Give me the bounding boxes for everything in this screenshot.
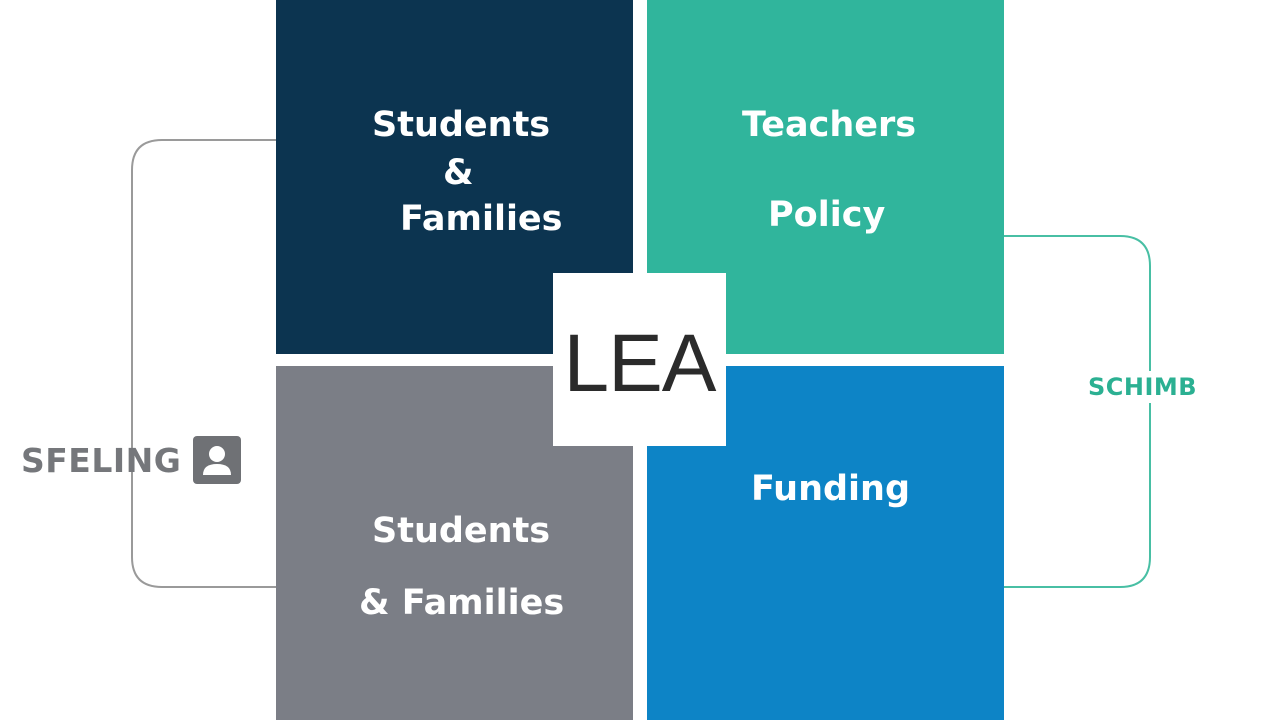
quadrant-text: Policy bbox=[768, 195, 886, 235]
person-icon bbox=[193, 436, 242, 484]
quadrant-text: Students bbox=[372, 105, 551, 145]
left-group-label: SFELING bbox=[21, 436, 242, 484]
quadrant-text: & Families bbox=[359, 583, 565, 623]
quadrant-text: Funding bbox=[751, 469, 911, 509]
quadrant-text: Teachers bbox=[742, 105, 917, 145]
quadrant-top-left: Students & Families bbox=[276, 0, 633, 354]
center-label: LEA bbox=[563, 317, 717, 409]
center-node: LEA bbox=[553, 273, 726, 446]
quadrant-text: Families bbox=[400, 199, 563, 239]
left-group-text: SFELING bbox=[21, 440, 182, 480]
quadrant-text: Students bbox=[372, 511, 551, 551]
right-group-label: SCHIMB bbox=[1088, 371, 1198, 403]
quadrant-text: & bbox=[443, 153, 474, 193]
right-bracket-connector bbox=[1004, 235, 1151, 588]
left-bracket-connector bbox=[131, 139, 276, 588]
